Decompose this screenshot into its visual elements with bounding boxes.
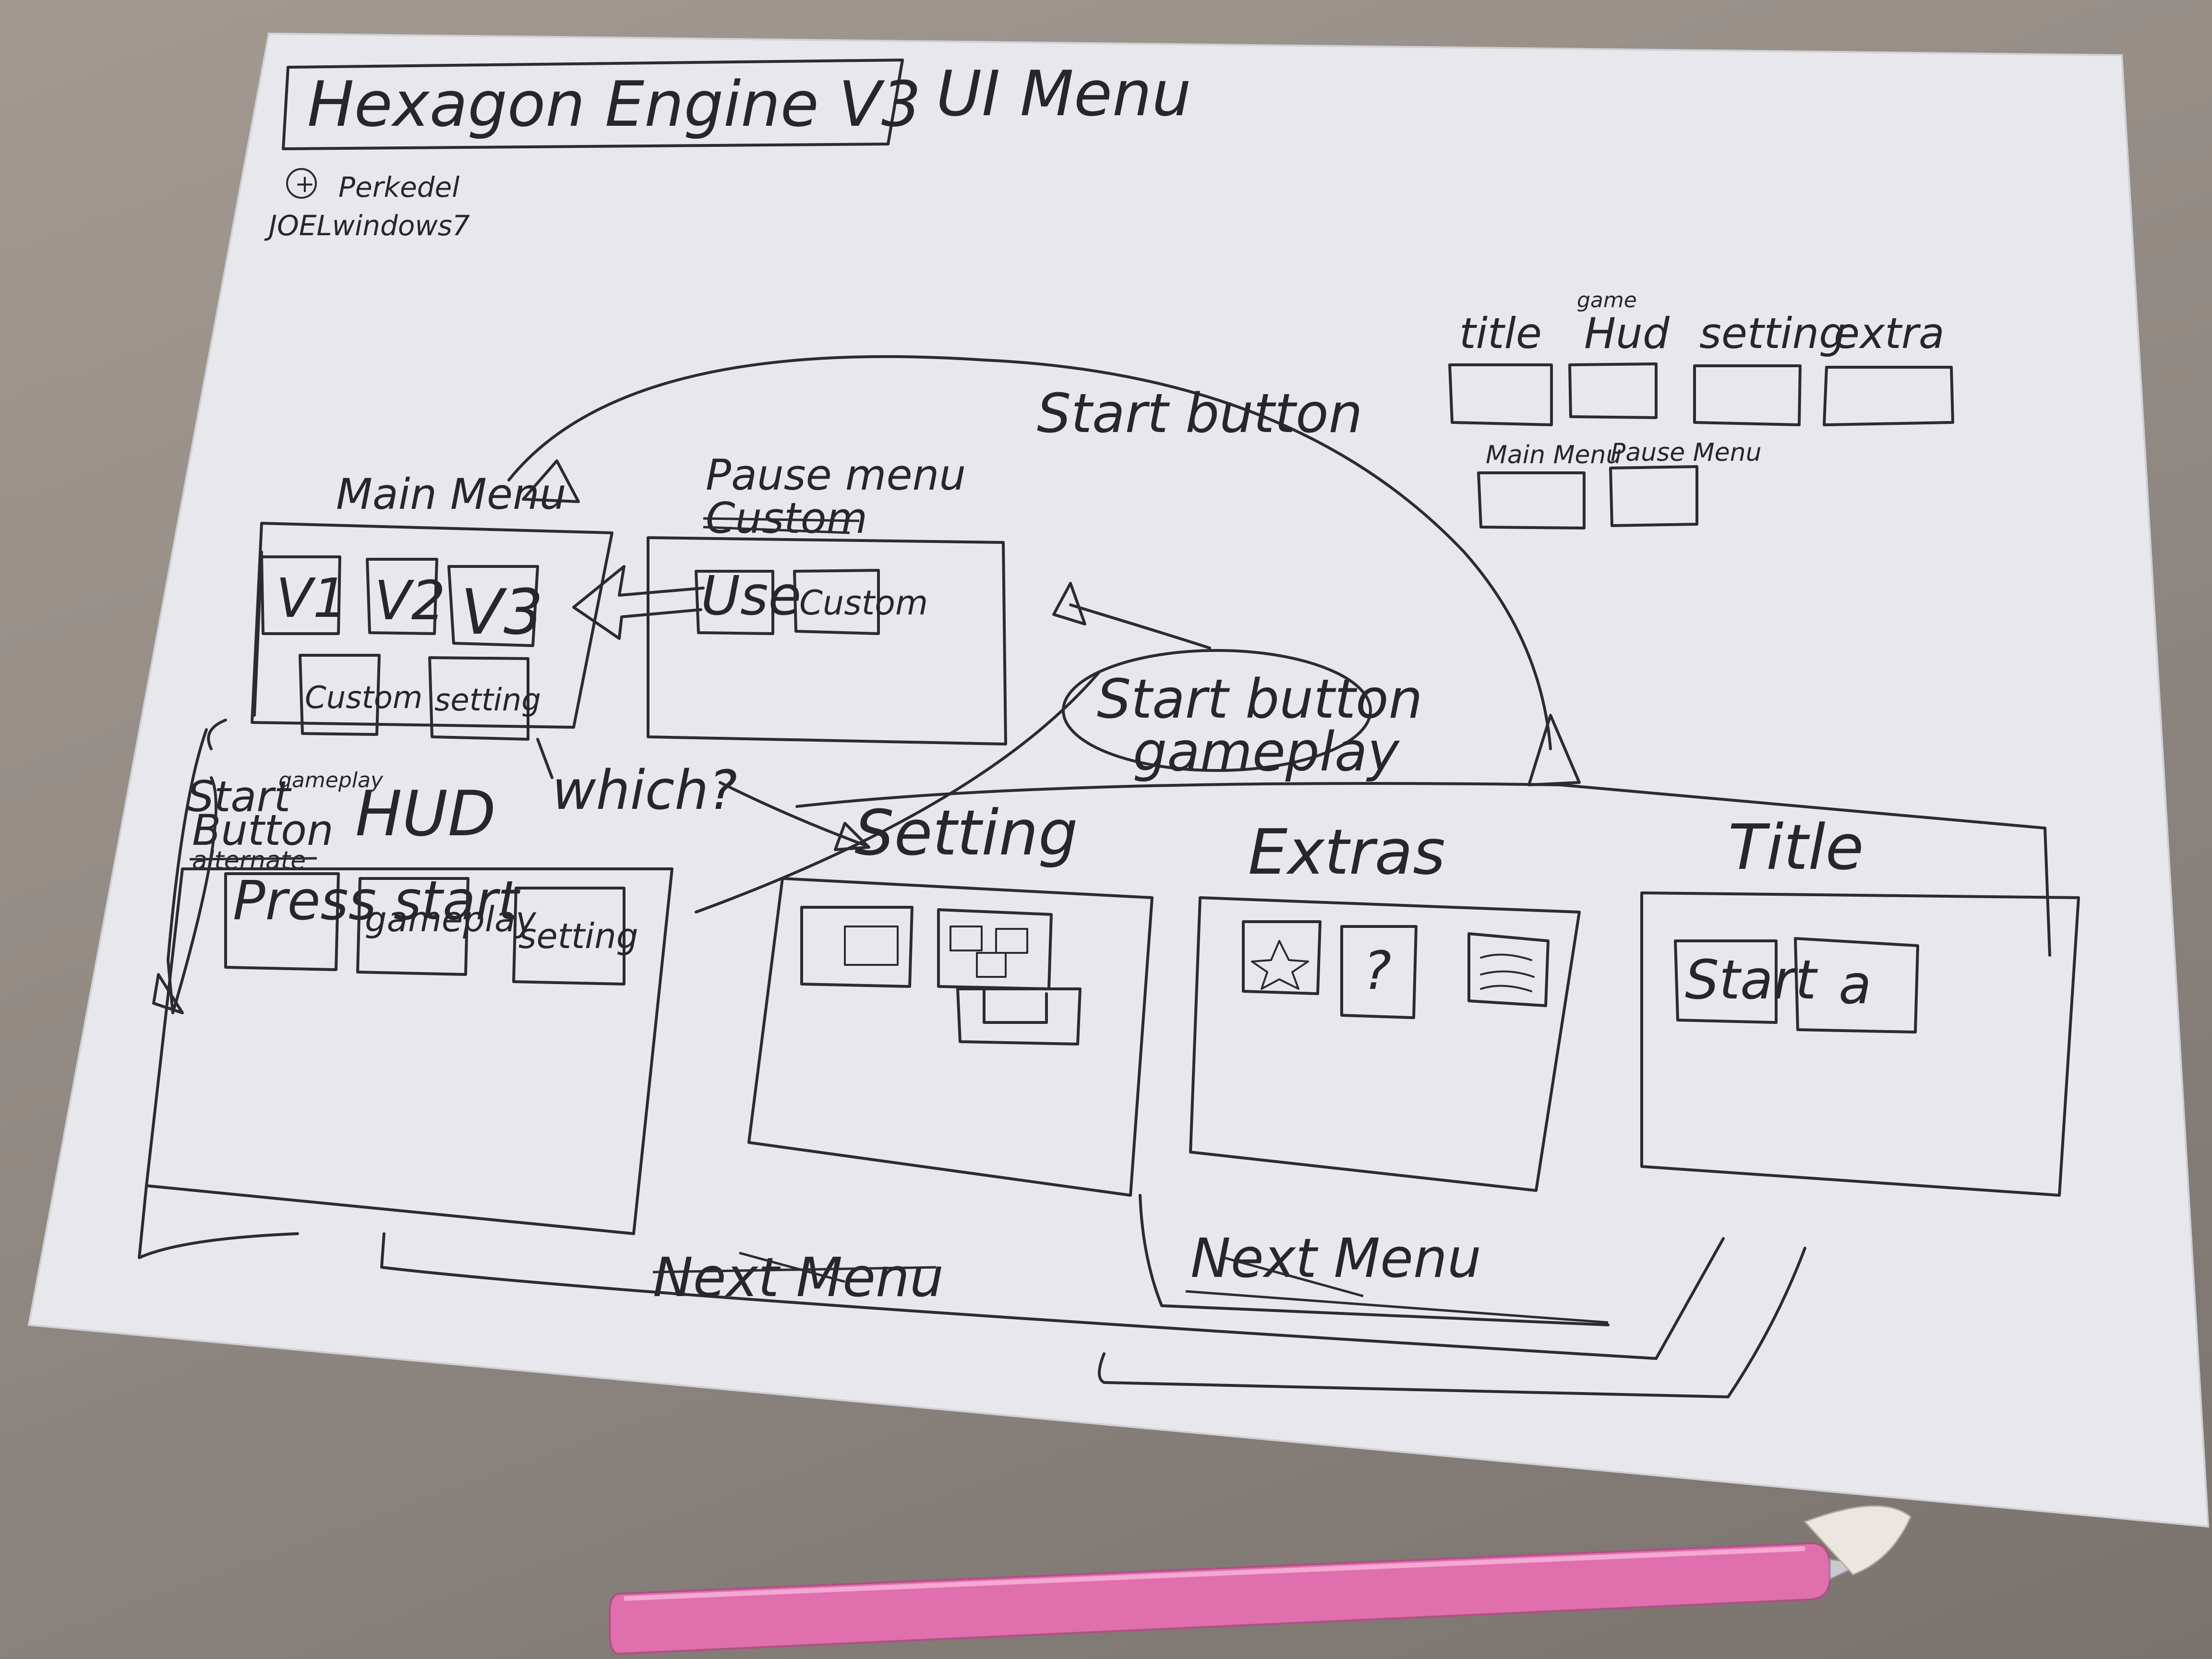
connector-top [795,782,2051,957]
legend-label-main-menu: Main Menu [1486,441,1622,469]
legend: title game Hud setting extra Main Menu P… [1448,288,1954,529]
main-menu-button-v3[interactable] [447,565,539,647]
main-menu-button-v2[interactable] [366,558,438,635]
next-menu-label-2: Next Menu [1190,1227,1481,1290]
header-subtitle: UI Menu [936,57,1191,130]
main-menu-button-v1-label: V1 [276,567,347,630]
setting-window-icon[interactable] [800,906,914,988]
legend-box-extra [1823,366,1954,426]
main-menu-button-setting[interactable] [428,656,529,741]
start-button-gameplay-bubble: Start button gameplay [695,582,1423,914]
main-menu-button-v2-label: V2 [374,570,445,632]
main-menu-panel: Main Menu V1 V2 V3 Custom setting [251,469,613,741]
title-screen-button-a-label: a [1839,954,1872,1016]
pause-menu-title: Pause menu [706,450,966,500]
header: Hexagon Engine V3 UI Menu + Perkedel JOE… [264,57,1191,242]
setting-panel: Setting [747,796,1154,1197]
hud-button-press-start[interactable] [224,872,340,971]
next-menu-connectors: Next Menu Next Menu [380,1194,1806,1398]
arrow-pause-to-main [572,565,705,640]
extras-title: Extras [1248,816,1445,889]
main-menu-button-v1[interactable] [260,555,341,635]
question-icon[interactable] [1340,925,1418,1019]
main-menu-title: Main Menu [336,469,566,519]
hud-panel: HUD gameplay Start Button alternate Pres… [138,719,673,1259]
title-screen-button-a[interactable] [1794,937,1919,1034]
add-icon: + [295,170,315,198]
hud-side-label-1: Start [187,772,292,821]
hud-button-gameplay[interactable] [356,877,469,976]
main-menu-button-setting-label: setting [434,683,541,718]
which-label: which? [552,759,737,822]
pause-menu-button-custom-label: Custom [799,583,928,623]
legend-box-setting [1693,364,1802,426]
legend-label-pause-menu: Pause Menu [1611,438,1762,467]
which-annotation: which? [536,738,870,851]
svg-text:?: ? [1363,940,1391,1001]
legend-box-pause-menu [1609,465,1698,527]
start-button-gameplay-label-2: gameplay [1133,721,1400,783]
header-title: Hexagon Engine V3 [307,68,921,141]
hud-title: HUD [355,777,496,850]
credit-line-1: Perkedel [338,171,459,204]
hud-button-setting-label: setting [518,916,638,956]
pause-menu-button-use-label: Use [701,565,801,627]
legend-box-hud [1568,362,1658,419]
hud-button-setting[interactable] [512,887,625,986]
star-icon[interactable] [1242,920,1322,995]
pause-menu-button-use[interactable] [695,570,774,635]
title-screen-title: Title [1728,811,1864,884]
paper-sheet [27,32,2210,1528]
legend-box-main-menu [1477,471,1586,529]
hud-button-gameplay-label: gameplay [365,899,537,939]
legend-box-title [1448,363,1553,426]
pause-menu-panel: Pause menu Custom Use Custom [647,450,1007,745]
hud-button-press-start-label: Press start [233,870,521,932]
setting-title: Setting [854,796,1078,869]
main-menu-button-custom[interactable] [299,654,381,736]
legend-label-setting: setting [1699,309,1846,358]
hud-title-note: gameplay [278,768,384,793]
extras-panel: Extras ? [1189,816,1581,1192]
legend-label-title: title [1459,309,1542,358]
pink-pen [609,1505,1911,1655]
main-menu-button-custom-label: Custom [305,680,422,716]
title-screen-button-start[interactable] [1674,939,1778,1024]
title-screen-panel: Title Start a [1640,811,2080,1197]
legend-label-hud-note: game [1577,288,1637,313]
pause-menu-button-custom[interactable] [793,569,880,635]
legend-label-hud: Hud [1584,309,1670,358]
start-button-gameplay-label-1: Start button [1097,668,1423,731]
credit-line-2: JOELwindows7 [264,209,470,242]
next-menu-label-1: Next Menu [653,1247,944,1309]
start-button-label: Start button [1037,383,1363,445]
text-icon[interactable] [1467,932,1550,1007]
legend-label-extra: extra [1834,309,1945,358]
main-menu-button-v3-label: V3 [461,576,543,649]
